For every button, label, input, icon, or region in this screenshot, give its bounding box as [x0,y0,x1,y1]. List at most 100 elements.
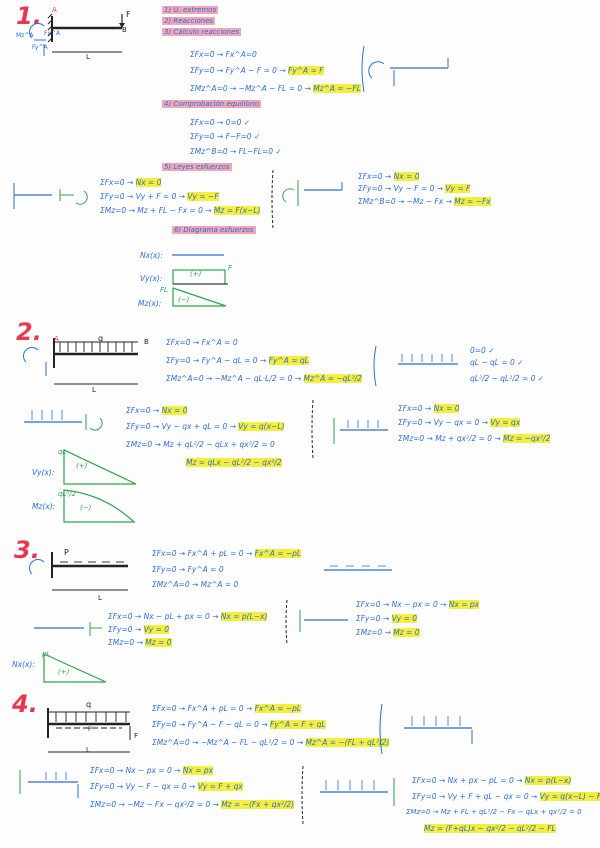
p2-eq-1: ΣFx=0 → Fx^A = 0 [166,338,238,347]
p3-left-law-3: ΣMz=0 → Mz = 0 [108,638,172,647]
p2-val-m: qL²/2 [58,490,76,498]
p2-diag-label-m: Mz(x): [32,502,56,511]
p2-diagram-m [63,489,136,523]
problem-number-1: 1. [16,2,42,30]
p2-eq-2: ΣFy=0 → Fy^A − qL = 0 → Fy^A = qL [166,356,309,365]
p1-left-law-2: ΣFy=0 → Vy + F = 0 → Vy = −F [100,192,219,201]
label-A: A [52,6,57,14]
p4-eq-1: ΣFx=0 → Fx^A + pL = 0 → Fx^A = −pL [152,704,302,713]
p1-diagram-m [172,287,227,307]
p2-sign-m: (−) [80,504,92,512]
p1-left-law-3: ΣMz=0 → Mz + FL − Fx = 0 → Mz = F(x−L) [100,206,261,215]
p1-diagram-v [172,269,228,285]
p1-right-law-3: ΣMz^B=0 → −Mz − Fx → Mz = −Fx [358,197,491,206]
p2-left-law-1: ΣFx=0 → Nx = 0 [126,406,188,415]
reaction-fx: Fx^A [44,30,61,37]
problem-number-4: 4. [12,690,38,718]
p3-label-P: P [64,548,69,557]
p2-right-law-3: ΣMz=0 → Mz + qx²/2 = 0 → Mz = −qx²/2 [398,434,551,443]
step-5: 5) Leyes esfuerzos [162,163,232,171]
p3-left-law-2: ΣFy=0 → Vy = 0 [108,625,170,634]
p1-left-law-1: ΣFx=0 → Nx = 0 [100,178,162,187]
label-B: B [122,26,127,34]
beam-figure-2 [23,338,138,385]
p4-right-law-2: ΣFy=0 → Vy + F + qL − qx = 0 → Vy = q(x−… [412,792,600,801]
p2-divider [311,399,314,459]
reaction-mz: Mz^A [16,32,34,39]
p4-right-law-1: ΣFx=0 → Nx + px − pL = 0 → Nx = p(L−x) [412,776,572,785]
step-4: 4) Comprobación equilibrio [162,100,262,108]
reaction-fy: Fy^A [32,44,48,51]
beam-figure-4 [47,708,131,753]
length-label: L [86,53,90,61]
problem-number-2: 2. [16,318,42,346]
p1-check-2: ΣFy=0 → F−F=0 ✓ [190,132,261,141]
p2-right-law-1: ΣFx=0 → Nx = 0 [398,404,460,413]
p4-left-law-1: ΣFx=0 → Nx − px = 0 → Nx = px [90,766,214,775]
p1-check-1: ΣFx=0 → 0=0 ✓ [190,118,251,127]
p1-divider [271,169,274,229]
p3-eq-1: ΣFx=0 → Fx^A + pL = 0 → Fx^A = −pL [152,549,302,558]
p1-eq-1: ΣFx=0 → Fx^A=0 [190,50,257,59]
p3-left-law-1: ΣFx=0 → Nx − pL + px = 0 → Nx = p(L−x) [108,612,268,621]
p1-diag-label-v: Vy(x): [140,274,163,283]
p2-check-1: 0=0 ✓ [470,346,495,355]
p2-label-A: A [54,335,59,343]
force-label: F [126,10,131,19]
step-1: 1) U. extremos [162,6,219,14]
p1-val-v: F [228,264,233,272]
beam-figure-3 [29,552,128,591]
p3-diag-label-n: Nx(x): [12,660,35,669]
problem-number-3: 3. [14,536,40,564]
step-3: 3) Cálculo reacciones [162,28,242,36]
p3-right-law-3: ΣMz=0 → Mz = 0 [356,628,420,637]
p3-val-n: pL [42,650,51,658]
p4-left-cut-sketch [19,770,79,798]
p2-length-label: L [92,386,96,394]
p3-right-law-1: ΣFx=0 → Nx − px = 0 → Nx = px [356,600,480,609]
p2-left-law-3: ΣMz=0 → Mz + qL²/2 − qLx + qx²/2 = 0 [126,440,275,449]
p3-left-cut-sketch [34,622,102,636]
p4-eq-2: ΣFy=0 → Fy^A − F − qL = 0 → Fy^A = F + q… [152,720,326,729]
p3-eq-3: ΣMz^A=0 → Mz^A = 0 [152,580,239,589]
p4-right-law-3: ΣMz=0 → Mz + FL + qL²/2 − Fx − qLx + qx²… [406,808,582,816]
p2-check-2: qL − qL = 0 ✓ [470,358,524,367]
p2-left-law-2: ΣFy=0 → Vy − qx + qL = 0 → Vy = q(x−L) [126,422,285,431]
p4-reaction-sketch [379,703,473,755]
p1-diag-label-m: Mz(x): [138,299,162,308]
p3-sign-n: (+) [58,668,70,676]
p4-label-P: P [88,726,92,733]
p4-force-label: F [134,732,139,740]
step-2: 2) Reacciones [162,17,216,25]
p1-right-cut-sketch [282,180,343,206]
p2-left-cut-sketch [24,410,103,431]
p1-sign-v: (+) [190,270,202,278]
p1-eq-3: ΣMz^A=0 → −Mz^A − FL = 0 → Mz^A = −FL [190,84,361,93]
p3-right-law-2: ΣFy=0 → Vy = 0 [356,614,418,623]
p4-right-cut-sketch [320,778,395,806]
p2-diag-label-v: Vy(x): [32,468,55,477]
p2-check-3: qL²/2 − qL²/2 = 0 ✓ [470,374,545,383]
p1-val-m: FL [160,286,168,294]
p2-val-v: qL [58,448,67,456]
p2-load-label: q [98,334,104,343]
p2-sign-v: (+) [76,462,88,470]
p1-check-3: ΣMz^B=0 → FL−FL=0 ✓ [190,147,282,156]
p1-sign-m: (−) [178,296,190,304]
p3-right-cut-sketch [299,610,348,632]
p2-check-sketch [373,345,458,387]
step-6: 6) Diagrama esfuerzos [172,226,256,234]
p4-mz-result: Mz = (F+qL)x − qx²/2 − qL²/2 − FL [424,824,556,833]
p3-reaction-sketch [324,565,392,571]
p1-diag-label-n: Nx(x): [140,251,163,260]
p1-right-law-2: ΣFy=0 → Vy − F = 0 → Vy = F [358,184,471,193]
beam-figure-1 [29,13,125,56]
p2-right-cut-sketch [333,418,388,444]
p1-diagram-n [172,254,224,256]
p3-eq-2: ΣFy=0 → Fy^A = 0 [152,565,224,574]
p2-right-law-2: ΣFy=0 → Vy − qx = 0 → Vy = qx [398,418,521,427]
p4-eq-3: ΣMz^A=0 → −Mz^A − FL − qL²/2 = 0 → Mz^A … [152,738,390,747]
p2-eq-3: ΣMz^A=0 → −Mz^A − qL·L/2 = 0 → Mz^A = −q… [166,374,362,383]
p4-left-law-3: ΣMz=0 → −Mz − Fx − qx²/2 = 0 → Mz = −(Fx… [90,800,295,809]
p1-right-law-1: ΣFx=0 → Nx = 0 [358,172,420,181]
